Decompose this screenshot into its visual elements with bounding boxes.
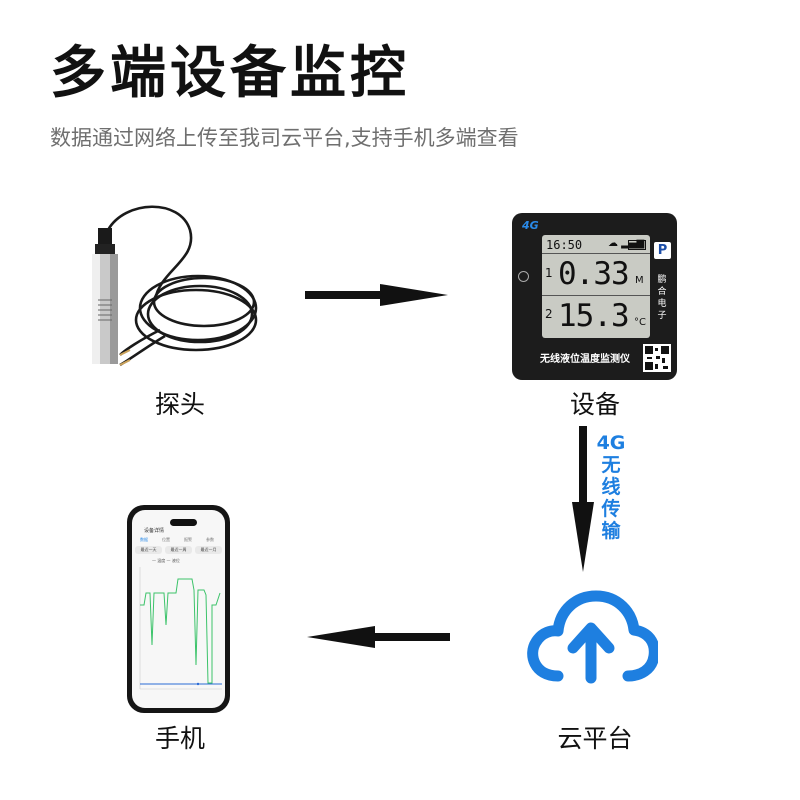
- page-subtitle: 数据通过网络上传至我司云平台,支持手机多端查看: [50, 126, 519, 150]
- 4g-badge: 4G: [522, 219, 539, 232]
- filter-week-button[interactable]: 最近一周: [165, 546, 192, 554]
- cloud-upload-icon: [527, 590, 658, 684]
- qr-code-icon: [643, 344, 671, 372]
- brand-logo: P: [654, 242, 671, 259]
- phone-screen: 设备详情 数据 位置 报警 参数 最近一天 最近一周 最近一月 — 温度 — 液…: [132, 510, 225, 708]
- monitor-device: 4G 16:50 ☁ ▂▄▆ 1 0.33 M 2 15.3 °C P 鹏 合 …: [512, 213, 677, 380]
- power-icon: [518, 271, 529, 282]
- channel-1-label: 1: [545, 266, 553, 280]
- lcd-screen: 16:50 ☁ ▂▄▆ 1 0.33 M 2 15.3 °C: [542, 235, 650, 338]
- probe-image: [92, 205, 258, 367]
- probe-label: 探头: [154, 390, 205, 419]
- filter-day-button[interactable]: 最近一天: [135, 546, 162, 554]
- app-tabs: 数据 位置 报警 参数: [132, 537, 225, 545]
- device-model-name: 无线液位温度监测仪: [540, 354, 630, 365]
- level-unit: M: [635, 275, 644, 286]
- cloud-platform-label: 云平台: [557, 724, 633, 753]
- level-reading: 0.33: [558, 256, 630, 292]
- wireless-link-label: 4G 无 线 传 输: [596, 432, 626, 542]
- channel-2-label: 2: [545, 307, 553, 321]
- device-label: 设备: [569, 390, 620, 419]
- app-tab[interactable]: 数据: [140, 537, 148, 542]
- arrow-left-icon: [307, 626, 450, 648]
- filter-month-button[interactable]: 最近一月: [195, 546, 222, 554]
- lcd-time: 16:50: [546, 238, 583, 252]
- arrow-right-icon: [305, 284, 448, 306]
- phone-label: 手机: [154, 724, 205, 753]
- signal-icon: ☁ ▂▄▆: [608, 238, 645, 249]
- page-title: 多端设备监控: [50, 41, 410, 106]
- battery-icon: [628, 240, 646, 250]
- time-filters: 最近一天 最近一周 最近一月: [135, 546, 222, 555]
- temperature-reading: 15.3: [558, 298, 630, 334]
- arrow-down-icon: [572, 426, 594, 572]
- trend-chart: [139, 567, 222, 690]
- brand-name: 鹏 合 电 子: [657, 275, 667, 321]
- app-tab[interactable]: 位置: [162, 537, 170, 542]
- chart-legend: — 温度 — 液位: [152, 558, 180, 563]
- app-title: 设备详情: [144, 528, 165, 534]
- temperature-unit: °C: [634, 317, 646, 328]
- smartphone: 设备详情 数据 位置 报警 参数 最近一天 最近一周 最近一月 — 温度 — 液…: [127, 505, 230, 713]
- app-tab[interactable]: 参数: [206, 537, 214, 542]
- app-tab[interactable]: 报警: [184, 537, 192, 542]
